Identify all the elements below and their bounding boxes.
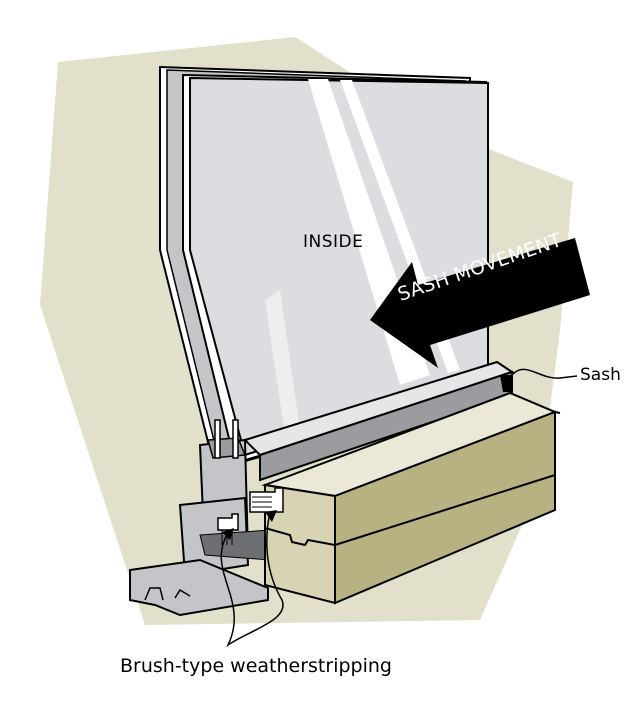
leader-arrowhead [265, 510, 277, 522]
glass-edge-in-stile [232, 419, 239, 459]
sash-label: Sash [580, 365, 621, 385]
wall-line [554, 411, 561, 414]
sash-marker [500, 375, 512, 392]
brush-weatherstrip-upper [249, 487, 284, 513]
stile-top [207, 437, 247, 459]
glass-highlight [265, 290, 300, 435]
sash-movement-arrow [370, 238, 590, 368]
track-channel [199, 529, 271, 561]
weatherstrip-leader-line [220, 511, 284, 648]
sash-leader-line [511, 368, 578, 379]
glass-edge-in-stile [214, 419, 221, 459]
wood-seam [334, 474, 556, 546]
frame-profile [144, 587, 191, 601]
leader-arrowhead [222, 528, 234, 540]
frame-base [129, 558, 269, 617]
weatherstripping-label: Brush-type weatherstripping [120, 655, 392, 677]
wood-seam-profile [264, 527, 336, 547]
inside-label: INSIDE [303, 232, 364, 252]
brush-weatherstrip-lower [217, 513, 239, 545]
